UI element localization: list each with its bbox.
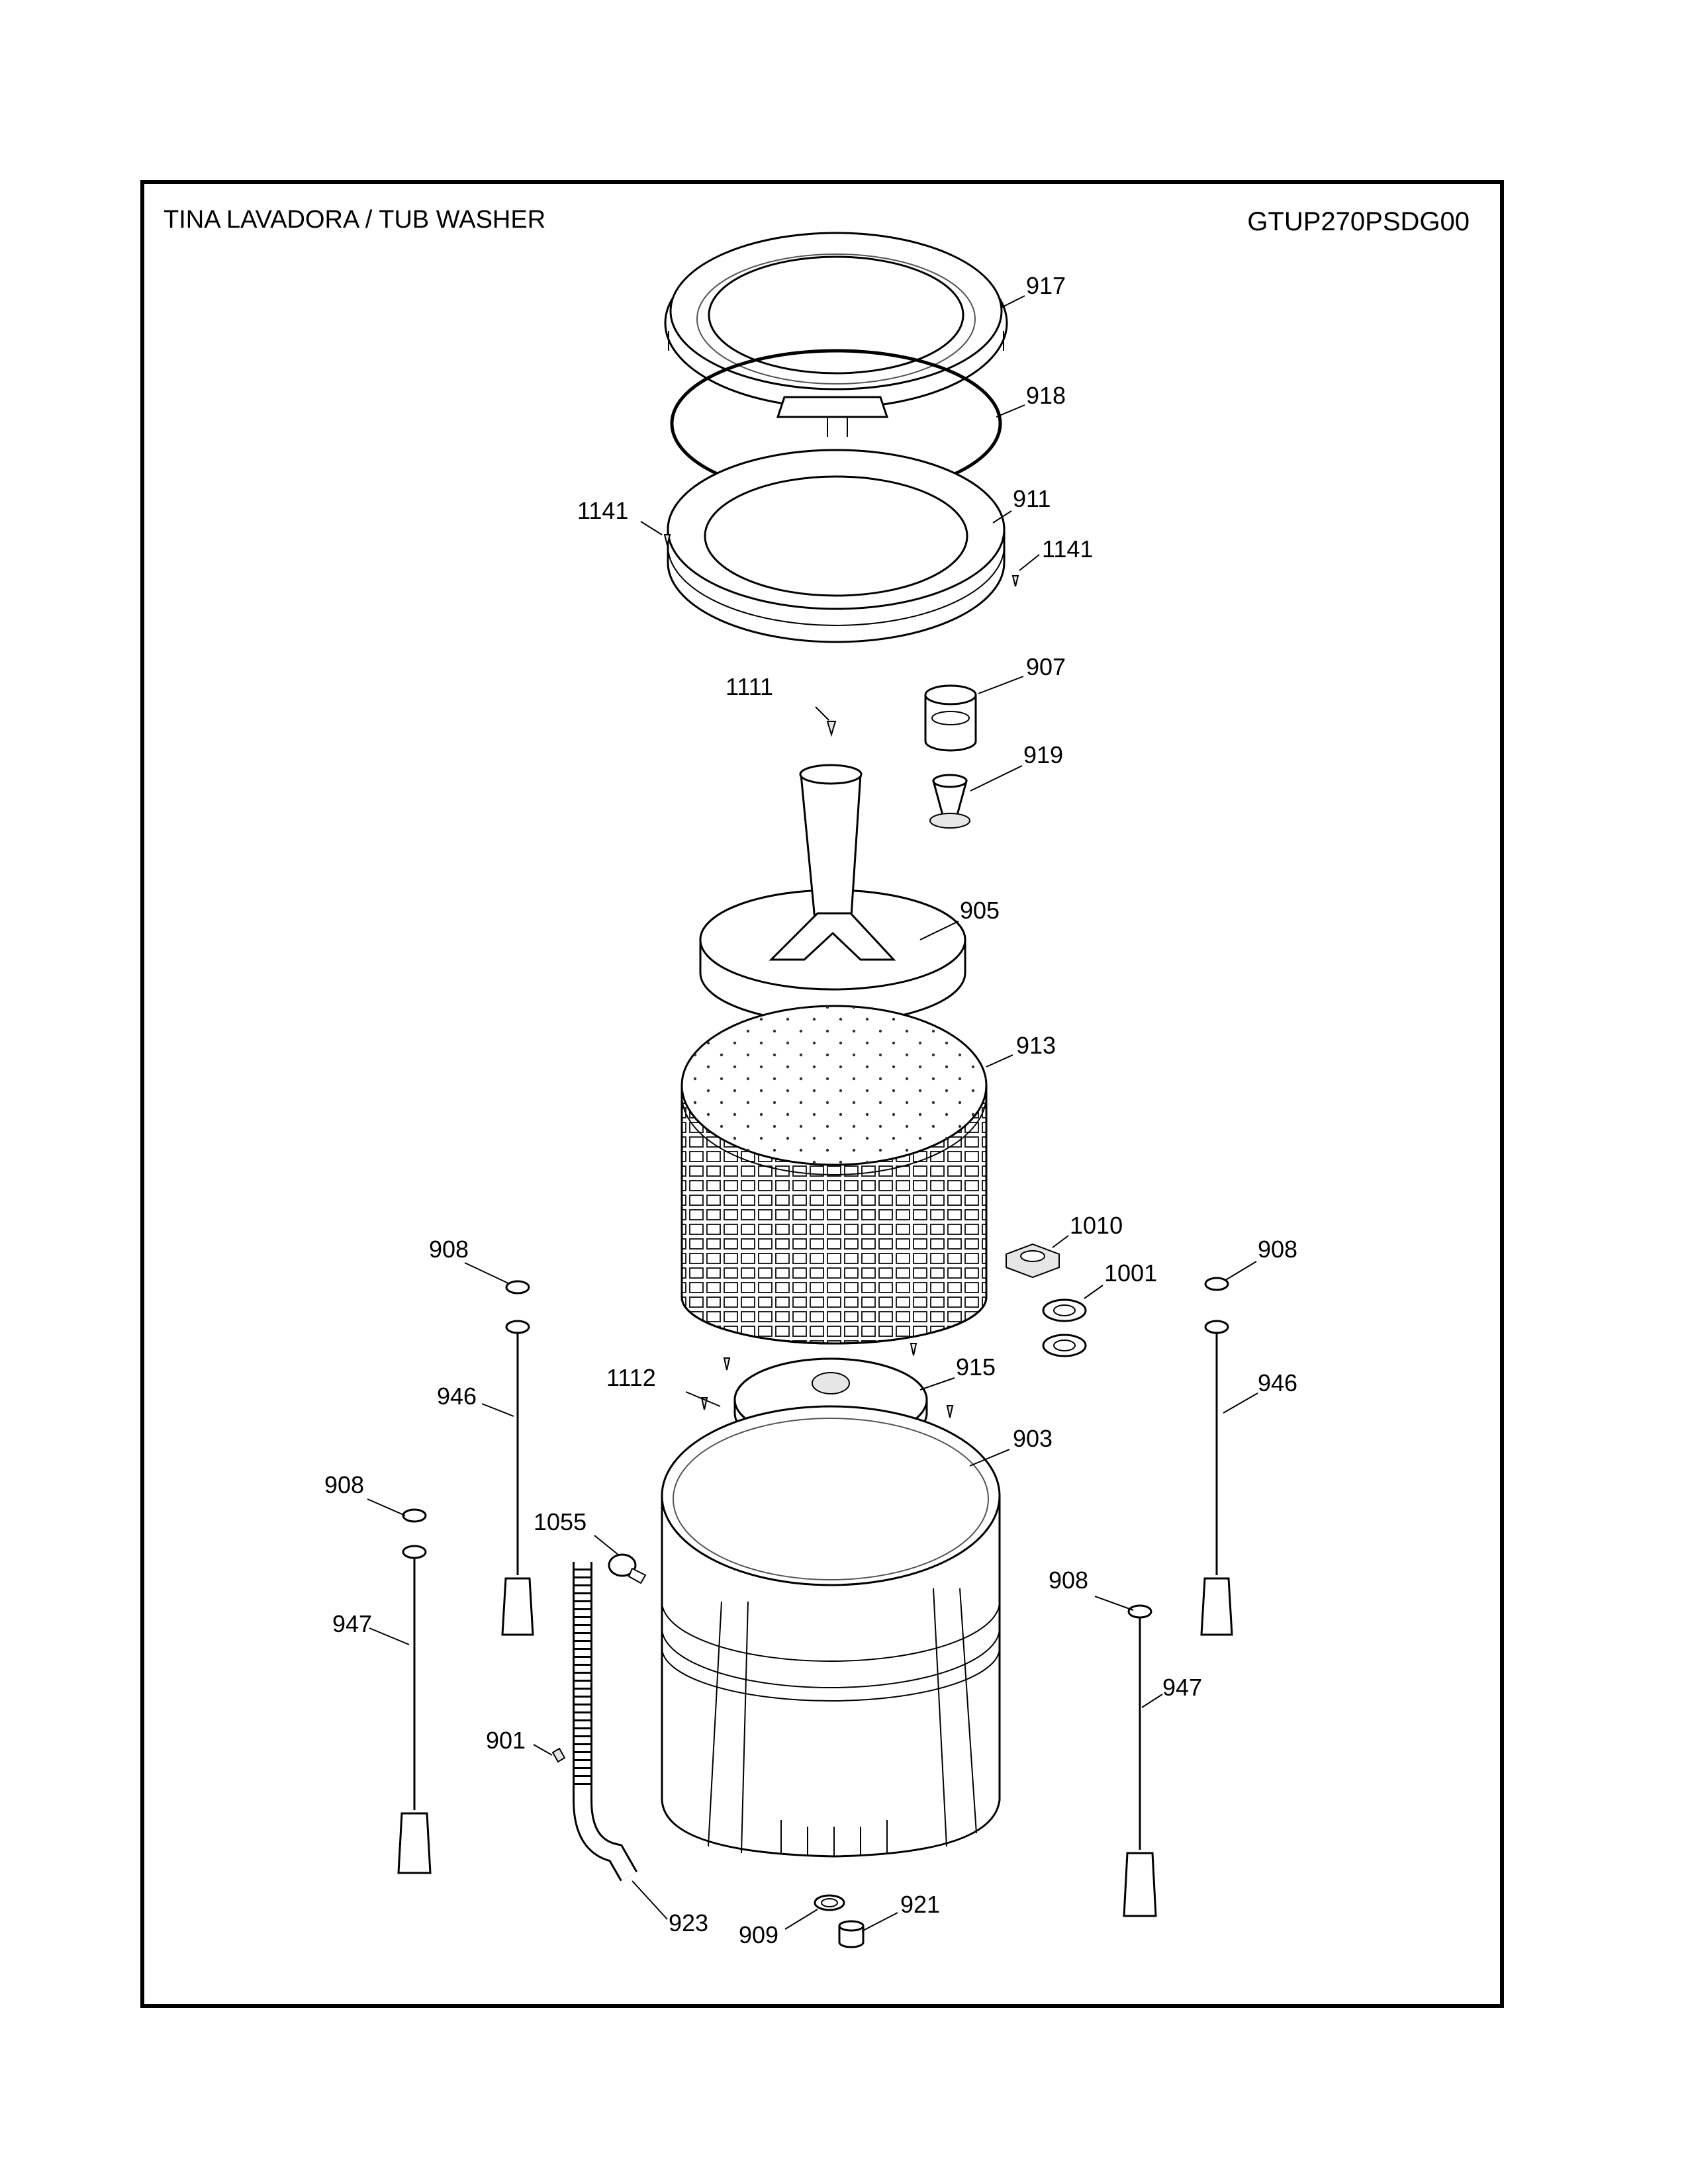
callout-1001: 1001 [1104, 1259, 1157, 1287]
callout-1055: 1055 [534, 1508, 586, 1535]
suspension-rod-947-right [1123, 1618, 1157, 1917]
callout-908-left-lower: 908 [324, 1471, 364, 1498]
callout-909: 909 [739, 1921, 778, 1948]
seal-909 [814, 1894, 845, 1911]
callout-913: 913 [1016, 1032, 1056, 1059]
grommet-908-right-lower [1127, 1604, 1152, 1619]
callout-946-right: 946 [1258, 1369, 1297, 1396]
suspension-rod-947-left [397, 1559, 432, 1874]
tub-cover-917 [664, 232, 1008, 437]
impeller-905 [699, 764, 966, 1024]
leader-lines [367, 295, 1258, 1932]
wash-basket-913 [680, 1005, 988, 1345]
callout-1112: 1112 [606, 1364, 656, 1391]
callout-908-left-upper: 908 [429, 1236, 469, 1263]
callout-908-right-lower: 908 [1049, 1567, 1088, 1594]
callout-947-left: 947 [332, 1610, 372, 1637]
callout-915: 915 [956, 1353, 996, 1381]
callout-1111: 1111 [726, 673, 773, 700]
callout-923: 923 [669, 1909, 708, 1936]
plug-921 [838, 1920, 865, 1948]
callout-917: 917 [1026, 272, 1066, 299]
balance-ring-911 [667, 449, 1006, 643]
callout-918: 918 [1026, 382, 1066, 409]
callout-907: 907 [1026, 653, 1066, 680]
drain-hose-923 [573, 1562, 638, 1882]
clip-901 [551, 1747, 566, 1763]
model-number: GTUP270PSDG00 [1247, 207, 1470, 236]
washer-1001 [1042, 1298, 1087, 1357]
callout-901: 901 [486, 1727, 526, 1754]
part-919 [929, 774, 970, 829]
callout-903: 903 [1013, 1425, 1053, 1452]
callout-947-right: 947 [1162, 1674, 1202, 1701]
callout-1141-right: 1141 [1042, 535, 1093, 563]
callout-908-right-upper: 908 [1258, 1236, 1297, 1263]
callout-921: 921 [900, 1891, 940, 1918]
grommet-908-left-lower [402, 1508, 427, 1559]
callout-919: 919 [1023, 741, 1063, 768]
screw-1141-right [1011, 575, 1019, 587]
diagram-title: TINA LAVADORA / TUB WASHER [164, 206, 546, 234]
suspension-rod-946-left [501, 1334, 534, 1636]
callout-946-left: 946 [437, 1383, 477, 1410]
callout-905: 905 [960, 897, 1000, 924]
hose-clamp-1055 [608, 1553, 647, 1584]
outer-tub-903 [661, 1405, 1001, 1858]
screw-1111 [826, 721, 837, 737]
callout-911: 911 [1013, 485, 1051, 512]
screw-1141-left [663, 534, 671, 546]
callout-1141-left: 1141 [577, 497, 628, 524]
nut-1010 [1006, 1243, 1060, 1279]
agitator-cap-907 [924, 684, 977, 752]
diagram-frame [140, 180, 1504, 2008]
grommet-908-left-upper [505, 1280, 530, 1334]
callout-1010: 1010 [1070, 1212, 1123, 1239]
suspension-rod-946-right [1200, 1334, 1233, 1636]
grommet-908-right-upper [1204, 1277, 1229, 1334]
